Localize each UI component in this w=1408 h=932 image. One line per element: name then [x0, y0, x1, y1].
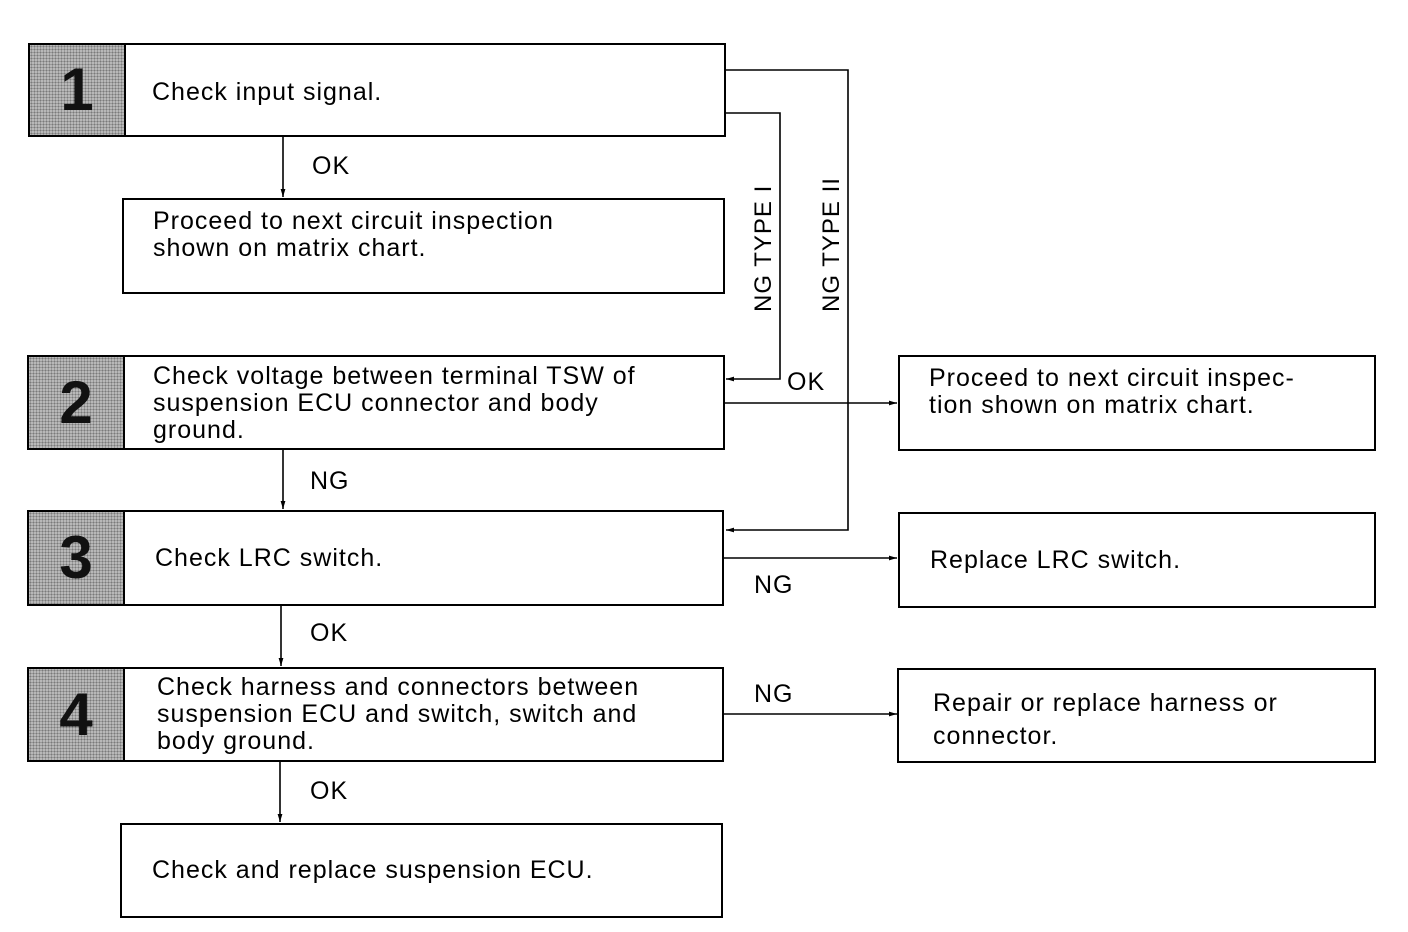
- step-3-text: Check LRC switch.: [155, 544, 384, 572]
- step-4-text: Check harness and connectors between sus…: [157, 673, 640, 755]
- step-3-number: 3: [59, 524, 93, 591]
- label-ng-step-2: NG: [310, 467, 350, 495]
- step-3-tab: 3: [29, 512, 125, 604]
- step-2-tab: 2: [29, 357, 125, 448]
- label-ok-step-4: OK: [310, 777, 349, 805]
- step-3-box: 3 Check LRC switch.: [27, 510, 724, 606]
- step-1-tab: 1: [30, 45, 126, 135]
- result-proceed-after-2: Proceed to next circuit inspec- tion sho…: [898, 355, 1376, 451]
- label-ok-step-2: OK: [787, 368, 826, 396]
- label-ok-step-1: OK: [312, 152, 351, 180]
- result-proceed-after-2-text: Proceed to next circuit inspec- tion sho…: [929, 364, 1295, 419]
- result-proceed-after-1: Proceed to next circuit inspection shown…: [122, 198, 725, 294]
- connector-1-ng-type-1: [725, 112, 781, 382]
- result-replace-lrc-switch: Replace LRC switch.: [898, 512, 1376, 608]
- label-ng-step-4: NG: [754, 680, 794, 708]
- step-1-text: Check input signal.: [152, 78, 383, 106]
- step-1-box: 1 Check input signal.: [28, 43, 726, 137]
- step-4-number: 4: [59, 680, 93, 748]
- step-4-tab: 4: [29, 669, 125, 760]
- label-ng-type-1: NG TYPE I: [750, 184, 777, 312]
- label-ng-type-2: NG TYPE II: [818, 177, 845, 312]
- label-ng-step-3: NG: [754, 571, 794, 599]
- step-1-number: 1: [60, 56, 94, 123]
- step-2-box: 2 Check voltage between terminal TSW of …: [27, 355, 725, 450]
- result-replace-ecu: Check and replace suspension ECU.: [120, 823, 723, 918]
- result-proceed-after-1-text: Proceed to next circuit inspection shown…: [153, 207, 554, 262]
- connector-1-ng-type-2: [725, 69, 849, 533]
- step-2-text: Check voltage between terminal TSW of su…: [153, 362, 636, 444]
- label-ok-step-3: OK: [310, 619, 349, 647]
- step-4-box: 4 Check harness and connectors between s…: [27, 667, 724, 762]
- result-replace-lrc-switch-text: Replace LRC switch.: [930, 546, 1182, 574]
- result-replace-ecu-text: Check and replace suspension ECU.: [152, 856, 594, 884]
- result-repair-harness: Repair or replace harness or connector.: [897, 668, 1376, 763]
- result-repair-harness-text: Repair or replace harness or connector.: [933, 689, 1278, 750]
- step-2-number: 2: [59, 368, 93, 436]
